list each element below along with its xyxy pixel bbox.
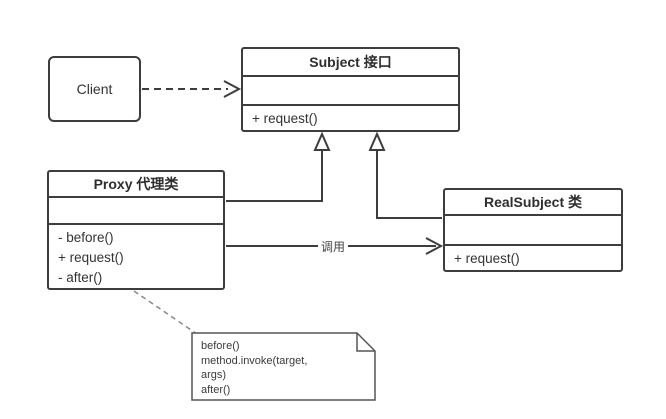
proxy-methods-section: - before() + request() - after() [49,225,223,288]
note-line-2: method.invoke(target, [201,354,308,367]
note-line-4: after() [201,383,231,396]
client-label: Client [76,81,113,97]
subject-interface-box[interactable]: Subject 接口 + request() [241,47,460,132]
realsubject-inheritance-arrow [368,131,442,219]
realsubject-class-box[interactable]: RealSubject 类 + request() [443,188,623,272]
client-box[interactable]: Client [48,56,141,122]
note-shape [191,332,376,401]
proxy-method-before: - before() [58,230,114,245]
proxy-title: Proxy 代理类 [49,172,223,199]
proxy-inheritance-arrow [226,131,331,202]
note-text: before() method.invoke(target, args) aft… [201,339,369,397]
subject-method-request: + request() [252,111,318,126]
proxy-method-request: + request() [58,250,124,265]
proxy-attributes-section [49,198,223,225]
client-to-subject-dashed-arrow [142,80,242,98]
proxy-class-box[interactable]: Proxy 代理类 - before() + request() - after… [47,170,225,290]
note-line-1: before() [201,340,240,352]
realsubject-title: RealSubject 类 [445,190,621,216]
subject-methods-section: + request() [243,106,458,130]
realsubject-attributes-section [445,216,621,246]
note-connector-line [133,290,198,335]
proxy-method-after: - after() [58,270,103,285]
realsubject-method-request: + request() [454,251,520,266]
note-line-3: args) [201,369,227,381]
subject-attributes-section [243,77,458,106]
realsubject-methods-section: + request() [445,246,621,270]
subject-title: Subject 接口 [243,49,458,77]
call-arrow-label: 调用 [318,238,349,255]
